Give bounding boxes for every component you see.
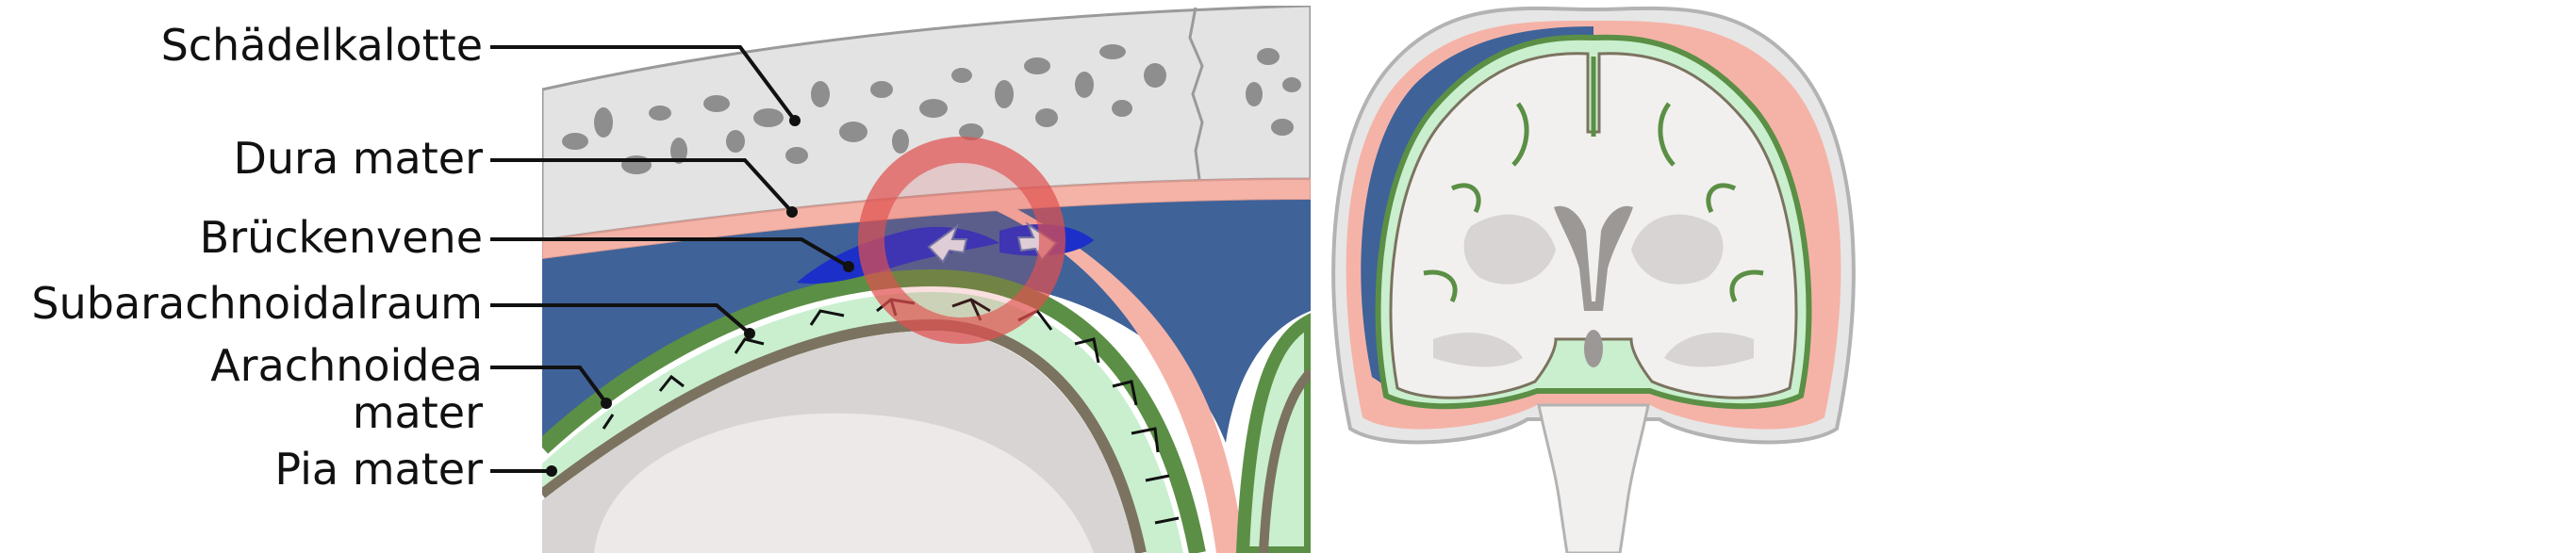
right-gyrus-pia [1259,368,1311,553]
coronal-brain-overview [1331,6,1856,553]
leader-arachnoid [490,366,608,405]
leader-skull-cap [490,45,797,122]
meninges-cross-section [542,6,1311,553]
overview-deep-structures [1433,214,1754,367]
arachnoid-layer [542,268,1206,553]
ring-marker-icon [858,137,1065,344]
label-bridging-vein: Brückenvene [200,212,483,263]
falx-dura [971,200,1245,553]
ring-marker-fill [884,163,1039,317]
subarachnoid-space [542,292,1183,553]
label-arachnoid-line2: mater [353,387,483,438]
leader-dura-mater [490,158,794,214]
brain-white-matter [594,413,1094,553]
label-arachnoid-line1: Arachnoidea [210,340,483,391]
skull-suture [1188,7,1204,180]
label-group: Schädelkalotte Dura mater Brückenvene Su… [31,20,854,495]
leader-dots [546,115,854,477]
leader-lines [490,45,850,473]
subdural-hematoma [542,200,1311,443]
overview-cortex [1389,52,1798,399]
overview-sulci [1423,57,1764,303]
bone-pores [562,44,1301,174]
overview-hematoma [1361,26,1593,386]
overview-brainstem [1537,403,1650,553]
label-skull-cap: Schädelkalotte [161,20,483,71]
leader-subarachnoid [490,303,751,335]
label-pia-mater: Pia mater [274,444,483,495]
leader-bridging-vein [490,237,850,268]
overview-ventricles [1554,205,1633,367]
label-subarachnoid-space: Subarachnoidalraum [31,278,483,329]
label-dura-mater: Dura mater [233,133,483,184]
